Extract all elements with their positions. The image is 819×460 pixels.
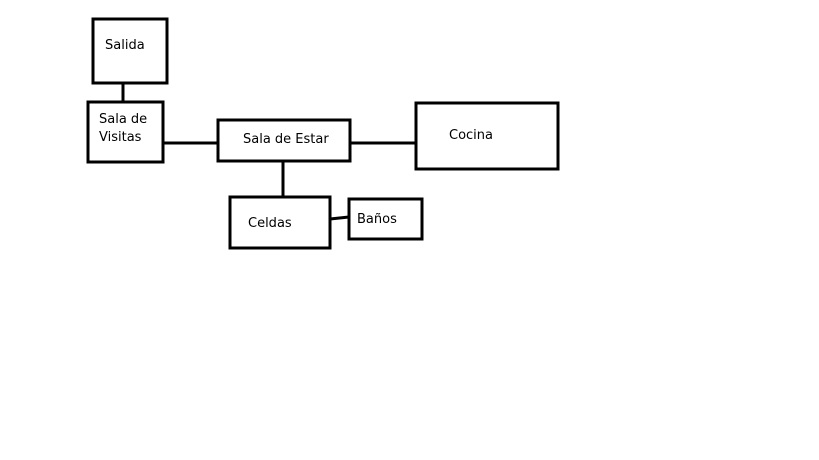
node-sala-de-estar-label: Sala de Estar [243,132,329,147]
node-cocina: Cocina [414,101,560,171]
node-sala-de-visitas-box [86,100,165,164]
node-salida: Salida [91,17,169,85]
node-sala-de-visitas-label-line1: Sala de [99,112,147,127]
node-celdas-box [228,195,332,250]
node-cocina-box [414,101,560,171]
node-sala-de-visitas-label-line2: Visitas [99,130,142,145]
node-celdas-label: Celdas [248,216,292,231]
node-salida-label: Salida [105,38,145,53]
node-banos-label: Baños [357,212,397,227]
node-banos: Baños [347,197,424,241]
node-cocina-label: Cocina [449,128,493,143]
node-sala-de-estar-box [216,118,352,163]
node-banos-box [347,197,424,241]
node-celdas: Celdas [228,195,332,250]
node-sala-de-estar: Sala de Estar [216,118,352,163]
edge-celdas-banos [329,215,350,221]
node-sala-de-visitas: Sala de Visitas [86,100,165,164]
node-salida-box [91,17,169,85]
